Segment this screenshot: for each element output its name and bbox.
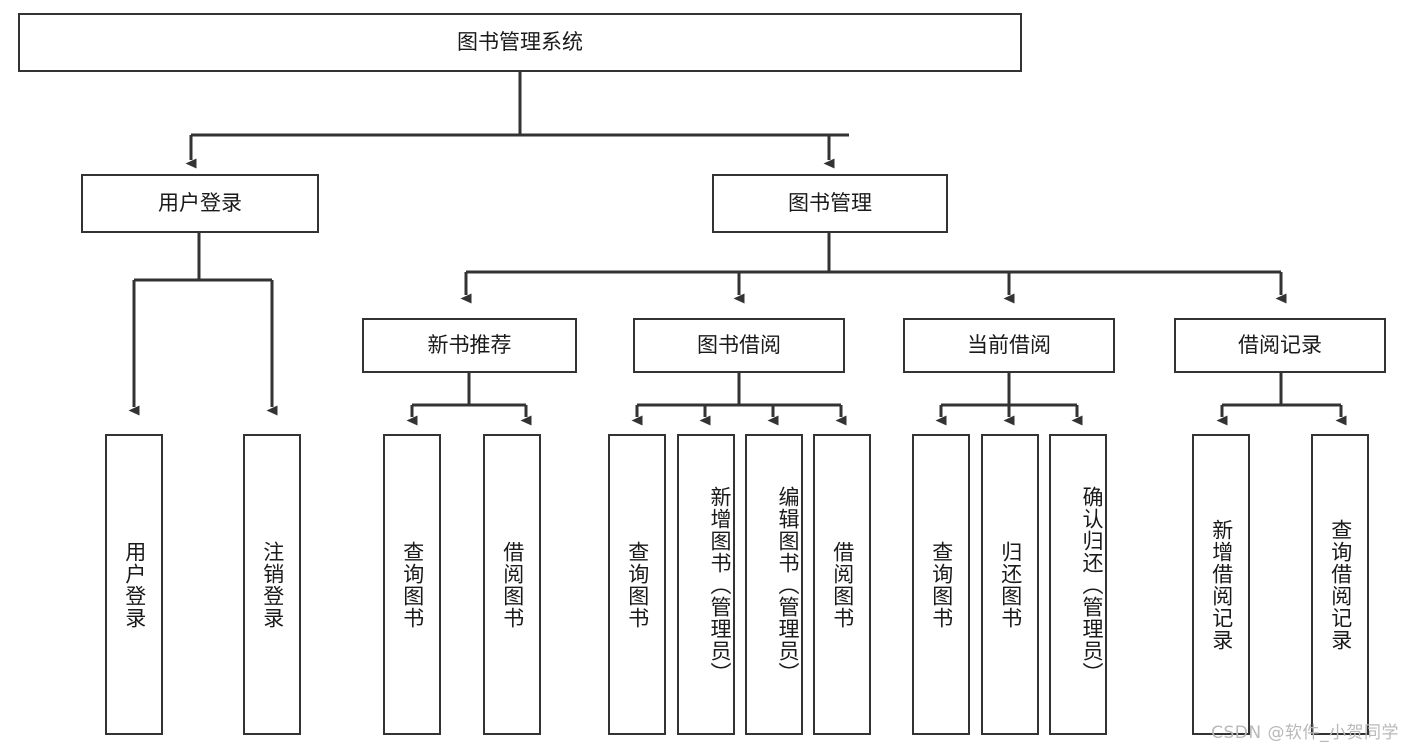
leaf-return-book-label: 归还图书	[998, 540, 1023, 629]
node-user-login[interactable]: 用户登录	[81, 174, 319, 233]
leaf-query-book-3-label: 查询图书	[929, 540, 954, 629]
node-book-manage[interactable]: 图书管理	[712, 174, 948, 233]
node-book-manage-label: 图书管理	[788, 190, 872, 215]
node-user-login-label: 用户登录	[158, 190, 242, 215]
leaf-borrow-book-2-label: 借阅图书	[830, 540, 855, 629]
leaf-add-book[interactable]: 新增图书（管理员）	[677, 434, 735, 735]
leaf-edit-book-label: 编辑图书（管理员）	[776, 485, 800, 684]
node-current-borrow[interactable]: 当前借阅	[903, 318, 1115, 373]
leaf-user-login[interactable]: 用户登录	[105, 434, 163, 735]
leaf-query-record-label: 查询借阅记录	[1328, 518, 1353, 651]
node-borrow-record[interactable]: 借阅记录	[1174, 318, 1386, 373]
leaf-add-book-label: 新增图书（管理员）	[708, 485, 732, 684]
leaf-edit-book[interactable]: 编辑图书（管理员）	[745, 434, 803, 735]
leaf-query-book-1[interactable]: 查询图书	[383, 434, 441, 735]
leaf-query-book-3[interactable]: 查询图书	[912, 434, 970, 735]
leaf-query-book-2-label: 查询图书	[625, 540, 650, 629]
node-root-system[interactable]: 图书管理系统	[18, 13, 1022, 72]
node-current-borrow-label: 当前借阅	[967, 332, 1051, 357]
node-root-system-label: 图书管理系统	[457, 29, 583, 54]
leaf-borrow-book-1[interactable]: 借阅图书	[483, 434, 541, 735]
leaf-add-record-label: 新增借阅记录	[1209, 518, 1234, 651]
leaf-return-book[interactable]: 归还图书	[981, 434, 1039, 735]
leaf-borrow-book-2[interactable]: 借阅图书	[813, 434, 871, 735]
node-book-borrow[interactable]: 图书借阅	[633, 318, 845, 373]
leaf-borrow-book-1-label: 借阅图书	[500, 540, 525, 629]
leaf-user-login-label: 用户登录	[122, 540, 147, 629]
leaf-query-record[interactable]: 查询借阅记录	[1311, 434, 1369, 735]
node-borrow-record-label: 借阅记录	[1238, 332, 1322, 357]
node-new-book-recommend-label: 新书推荐	[427, 332, 512, 357]
csdn-watermark: CSDN @软件_小贺同学	[1211, 723, 1399, 743]
leaf-confirm-return-label: 确认归还（管理员）	[1080, 485, 1104, 684]
leaf-add-record[interactable]: 新增借阅记录	[1192, 434, 1250, 735]
leaf-confirm-return[interactable]: 确认归还（管理员）	[1049, 434, 1107, 735]
leaf-query-book-2[interactable]: 查询图书	[608, 434, 666, 735]
node-book-borrow-label: 图书借阅	[697, 332, 781, 357]
leaf-query-book-1-label: 查询图书	[400, 540, 425, 629]
leaf-logout-login[interactable]: 注销登录	[243, 434, 301, 735]
node-new-book-recommend[interactable]: 新书推荐	[362, 318, 577, 373]
leaf-logout-login-label: 注销登录	[260, 540, 285, 629]
